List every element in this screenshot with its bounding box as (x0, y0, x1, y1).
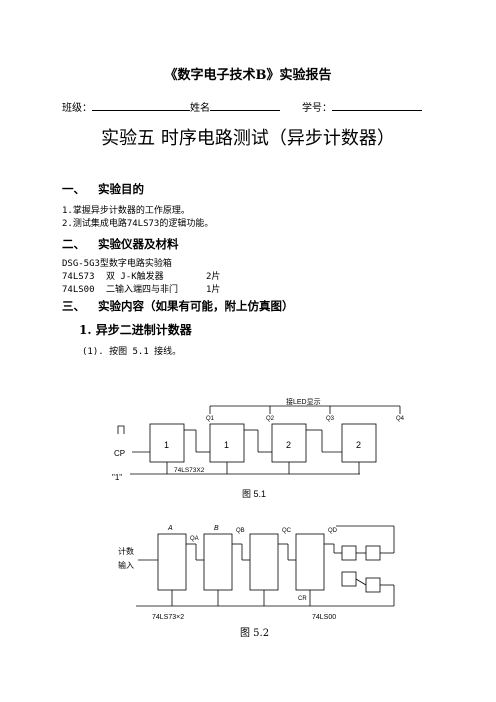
qd-label: QD (328, 528, 338, 534)
nand-gate-3 (341, 571, 357, 587)
ff-b-label: B (214, 525, 219, 532)
q1-label: Q1 (206, 416, 215, 422)
jk-flip-flop-d (295, 533, 325, 591)
section-heading-objectives: 一、实验目的 (62, 182, 144, 196)
nand-gate-2 (365, 545, 381, 561)
qc-label: QC (282, 528, 292, 534)
id-field (332, 100, 422, 111)
jk-flip-flop-a (157, 533, 187, 591)
count-input-label-1: 计数 (118, 546, 134, 556)
objective-1: 1.掌握异步计数器的工作原理。 (62, 206, 190, 216)
qb-label: QB (236, 528, 245, 534)
q2-label: Q2 (266, 416, 275, 422)
ff-number: 1 (224, 440, 229, 450)
ff-number: 2 (356, 440, 361, 450)
logic-one-label: "1" (112, 473, 122, 482)
section-heading-equipment: 二、实验仪器及材料 (62, 237, 179, 251)
figure-5-1-circuit: 接LED显示 Q1 Q2 Q3 Q4 CP 1 1 2 2 "1" 74LS73… (112, 397, 405, 482)
count-input-label-2: 输入 (118, 560, 134, 570)
chip-74ls00-label: 74LS00 (312, 614, 336, 621)
name-label: 姓名 (190, 103, 210, 114)
equipment-line: DSG-5G3型数字电路实验箱 (62, 259, 172, 269)
ff-a-label: A (167, 525, 173, 532)
cr-label: CR (298, 596, 307, 602)
report-title: 《数字电子技术B》实验报告 (164, 68, 332, 83)
q4-label: Q4 (396, 416, 405, 422)
ff-number: 2 (286, 440, 291, 450)
figure-5-2-circuit: 计数 输入 A B QA QB QC QD CR 74LS73×2 74LS00 (118, 525, 395, 621)
nand-gate-1 (341, 545, 357, 561)
class-field (92, 100, 190, 111)
student-info-row: 班级： 姓名 学号： (62, 99, 422, 114)
objective-2: 2.测试集成电路74LS73的逻辑功能。 (62, 219, 214, 229)
experiment-title: 实验五 时序电路测试（异步计数器） (101, 128, 395, 149)
figure-5-2-caption: 图 5.2 (240, 628, 270, 639)
nand-gate-4 (365, 577, 381, 593)
step-1-text: (1). 按图 5.1 接线。 (82, 347, 182, 357)
cp-label: CP (114, 449, 125, 458)
qa-label: QA (190, 536, 199, 542)
ff-number: 1 (164, 440, 169, 450)
led-label: 接LED显示 (286, 397, 321, 406)
q3-label: Q3 (326, 416, 335, 422)
jk-flip-flop-b (203, 533, 233, 591)
id-label: 学号： (302, 103, 332, 114)
chip-74ls73-label: 74LS73×2 (152, 614, 184, 621)
figure-5-1-caption: 图 5.1 (242, 489, 267, 499)
subsection-heading: 1. 异步二进制计数器 (79, 323, 192, 337)
section-heading-content: 三、实验内容（如果有可能，附上仿真图） (62, 299, 294, 313)
name-field (210, 100, 280, 111)
jk-flip-flop-c (249, 533, 279, 591)
class-label: 班级： (62, 103, 92, 114)
chip-label: 74LS73X2 (174, 467, 205, 474)
